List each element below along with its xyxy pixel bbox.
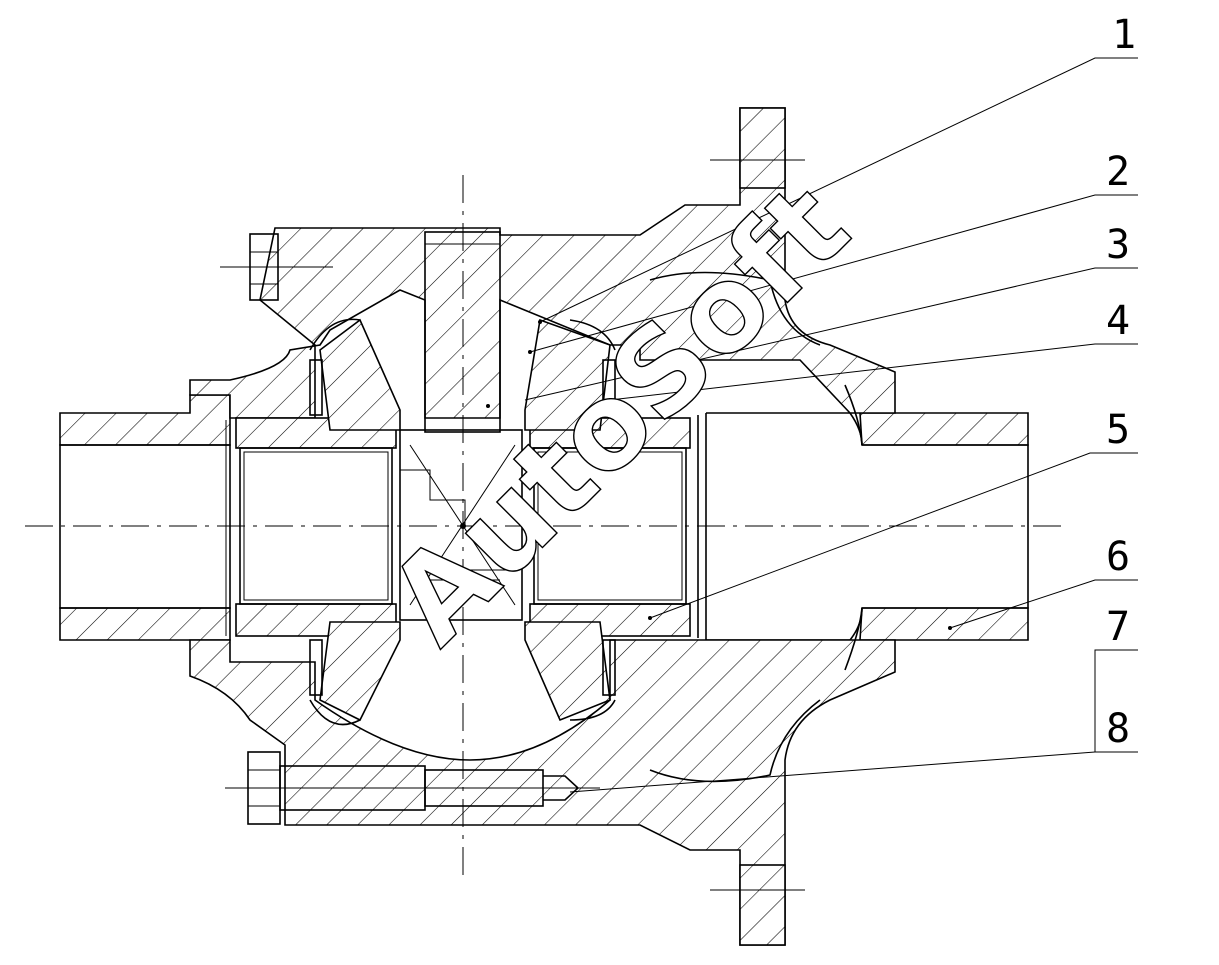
- left-shaft-housing: [59, 394, 231, 641]
- callout-8: 8: [1106, 706, 1130, 752]
- callout-1: 1: [1112, 12, 1136, 58]
- callout-7: 7: [1106, 604, 1130, 650]
- callout-6: 6: [1106, 534, 1130, 580]
- left-side-gear-bore: [235, 417, 397, 637]
- callout-4: 4: [1106, 298, 1130, 344]
- callout-labels: 1 2 3 4 5 6 7 8: [1106, 12, 1136, 752]
- lower-pinion-gear: [309, 621, 616, 726]
- mounting-ears: [739, 107, 786, 946]
- leader-dots: [460, 320, 952, 630]
- callout-5: 5: [1106, 407, 1130, 453]
- thrust-washers: [309, 359, 616, 696]
- leader-lines: [524, 57, 1138, 793]
- callout-2: 2: [1106, 149, 1130, 195]
- callout-3: 3: [1106, 222, 1130, 268]
